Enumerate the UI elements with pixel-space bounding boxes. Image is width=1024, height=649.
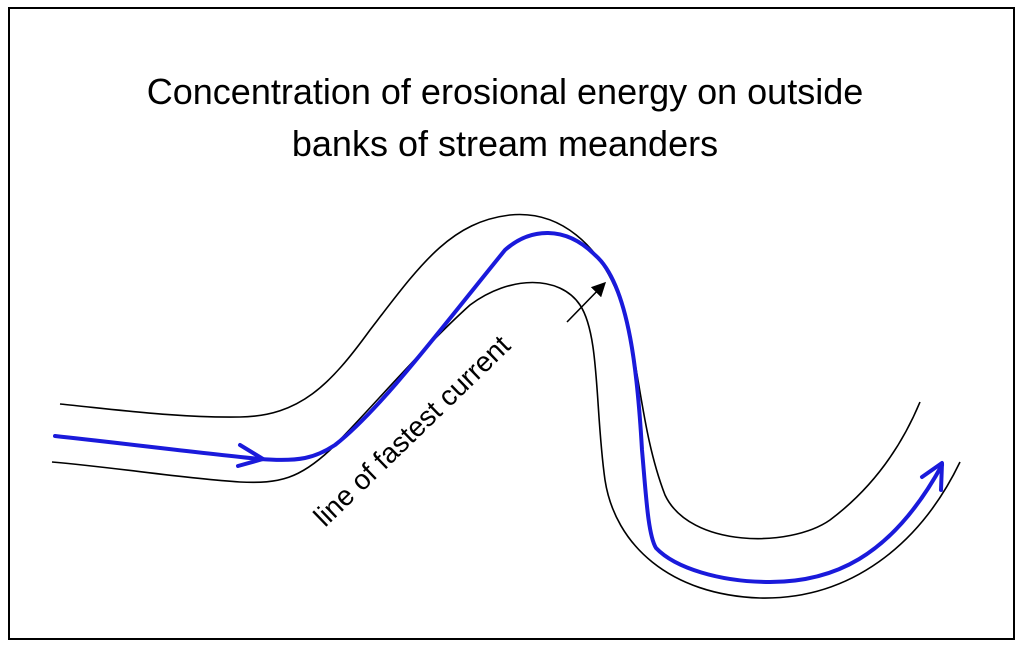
- inner-stream-bank: [51, 281, 961, 599]
- diagram-frame: [8, 7, 1015, 640]
- diagram-title: Concentration of erosional energy on out…: [0, 66, 1010, 170]
- fastest-current-line: [53, 231, 944, 585]
- label-pointer-arrow: [566, 281, 607, 323]
- outer-stream-bank: [59, 213, 921, 540]
- title-line-1: Concentration of erosional energy on out…: [146, 71, 864, 112]
- fastest-current-label: line of fastest current: [308, 329, 517, 532]
- flow-arrowhead-left: [236, 443, 265, 468]
- flow-arrowhead-right: [920, 461, 944, 492]
- title-line-2: banks of stream meanders: [291, 123, 719, 164]
